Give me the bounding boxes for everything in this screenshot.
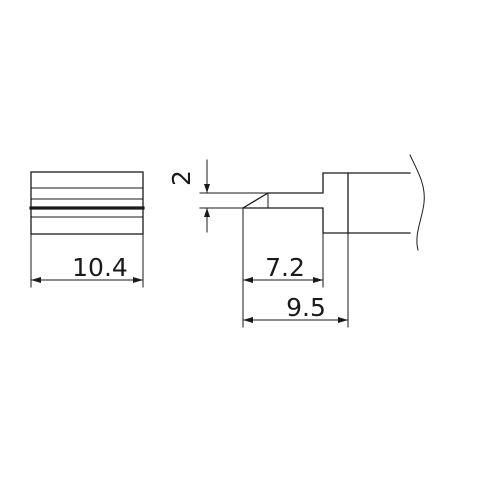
tip-outline-top <box>242 172 411 209</box>
tip-arrow-left <box>243 277 253 283</box>
width-dimension-label: 10.4 <box>72 253 128 282</box>
width-arrow-right <box>133 277 143 283</box>
tip-length-dimension: 7.2 <box>242 207 324 328</box>
break-line <box>409 154 425 251</box>
tip-dimension-label: 7.2 <box>265 253 305 282</box>
length-arrow-right <box>338 317 348 323</box>
front-view-outline <box>30 171 144 235</box>
thickness-dimension-label: 2 <box>167 170 196 186</box>
side-view <box>242 154 425 251</box>
front-view <box>29 171 145 235</box>
thickness-dimension: 2 <box>167 159 269 233</box>
length-dimension: 9.5 <box>242 232 349 328</box>
length-dimension-label: 9.5 <box>286 293 326 322</box>
length-arrow-left <box>243 317 253 323</box>
thickness-arrow-bottom <box>204 208 210 217</box>
width-arrow-left <box>31 277 41 283</box>
tip-arrow-right <box>313 277 323 283</box>
tip-outline-bottom <box>242 207 411 234</box>
thickness-arrow-top <box>204 184 210 193</box>
width-dimension: 10.4 <box>30 233 144 288</box>
